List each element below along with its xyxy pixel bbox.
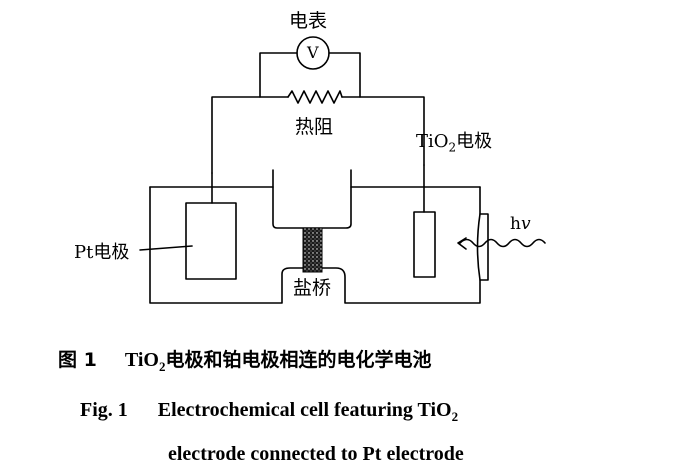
caption-en-subscript: 2 (451, 409, 459, 424)
light-label-v: v (520, 214, 531, 234)
caption-en-number: Fig. 1 (80, 399, 128, 421)
light-ray (459, 238, 546, 248)
light-arrow-head (457, 237, 467, 250)
electrochemical-cell (149, 186, 489, 304)
caption-cn-text: 电极和铂电极相连的电化学电池 (165, 349, 432, 371)
tio2-label-subscript: 2 (448, 140, 457, 155)
salt-bridge-label: 盐桥 (293, 277, 332, 299)
light-label-h: h (510, 214, 521, 234)
caption-cn-tio2: TiO (124, 349, 159, 371)
tio2-electrode (413, 211, 436, 278)
pt-electrode-label: Pt电极 (74, 242, 130, 263)
voltmeter-symbol: V (307, 43, 319, 62)
caption-english-line1: Fig. 1 Electrochemical cell featuring TiO… (80, 400, 458, 423)
pt-label-leader (139, 245, 193, 251)
caption-english-line2: electrode connected to Pt electrode (168, 443, 464, 465)
meter-label: 电表 (289, 10, 328, 32)
light-label: hv (510, 216, 531, 233)
thermistor-icon (287, 90, 343, 104)
voltmeter-icon (296, 36, 330, 70)
tio2-label-suffix: 电极 (456, 131, 493, 152)
tio2-label-prefix: TiO (416, 131, 449, 152)
thermistor-wire (211, 96, 425, 174)
thermistor-label: 热阻 (295, 116, 334, 138)
salt-bridge-tube (272, 169, 352, 229)
pt-electrode (185, 202, 237, 280)
caption-chinese: 图 1 TiO2电极和铂电极相连的电化学电池 (58, 350, 431, 373)
caption-cn-number: 图 1 (58, 349, 97, 371)
caption-cn-subscript: 2 (158, 358, 166, 374)
caption-en-line1: Electrochemical cell featuring TiO (157, 399, 452, 421)
tio2-electrode-label: TiO2电极 (416, 133, 492, 154)
meter-wire (259, 52, 361, 98)
salt-bridge-plug (302, 227, 323, 273)
